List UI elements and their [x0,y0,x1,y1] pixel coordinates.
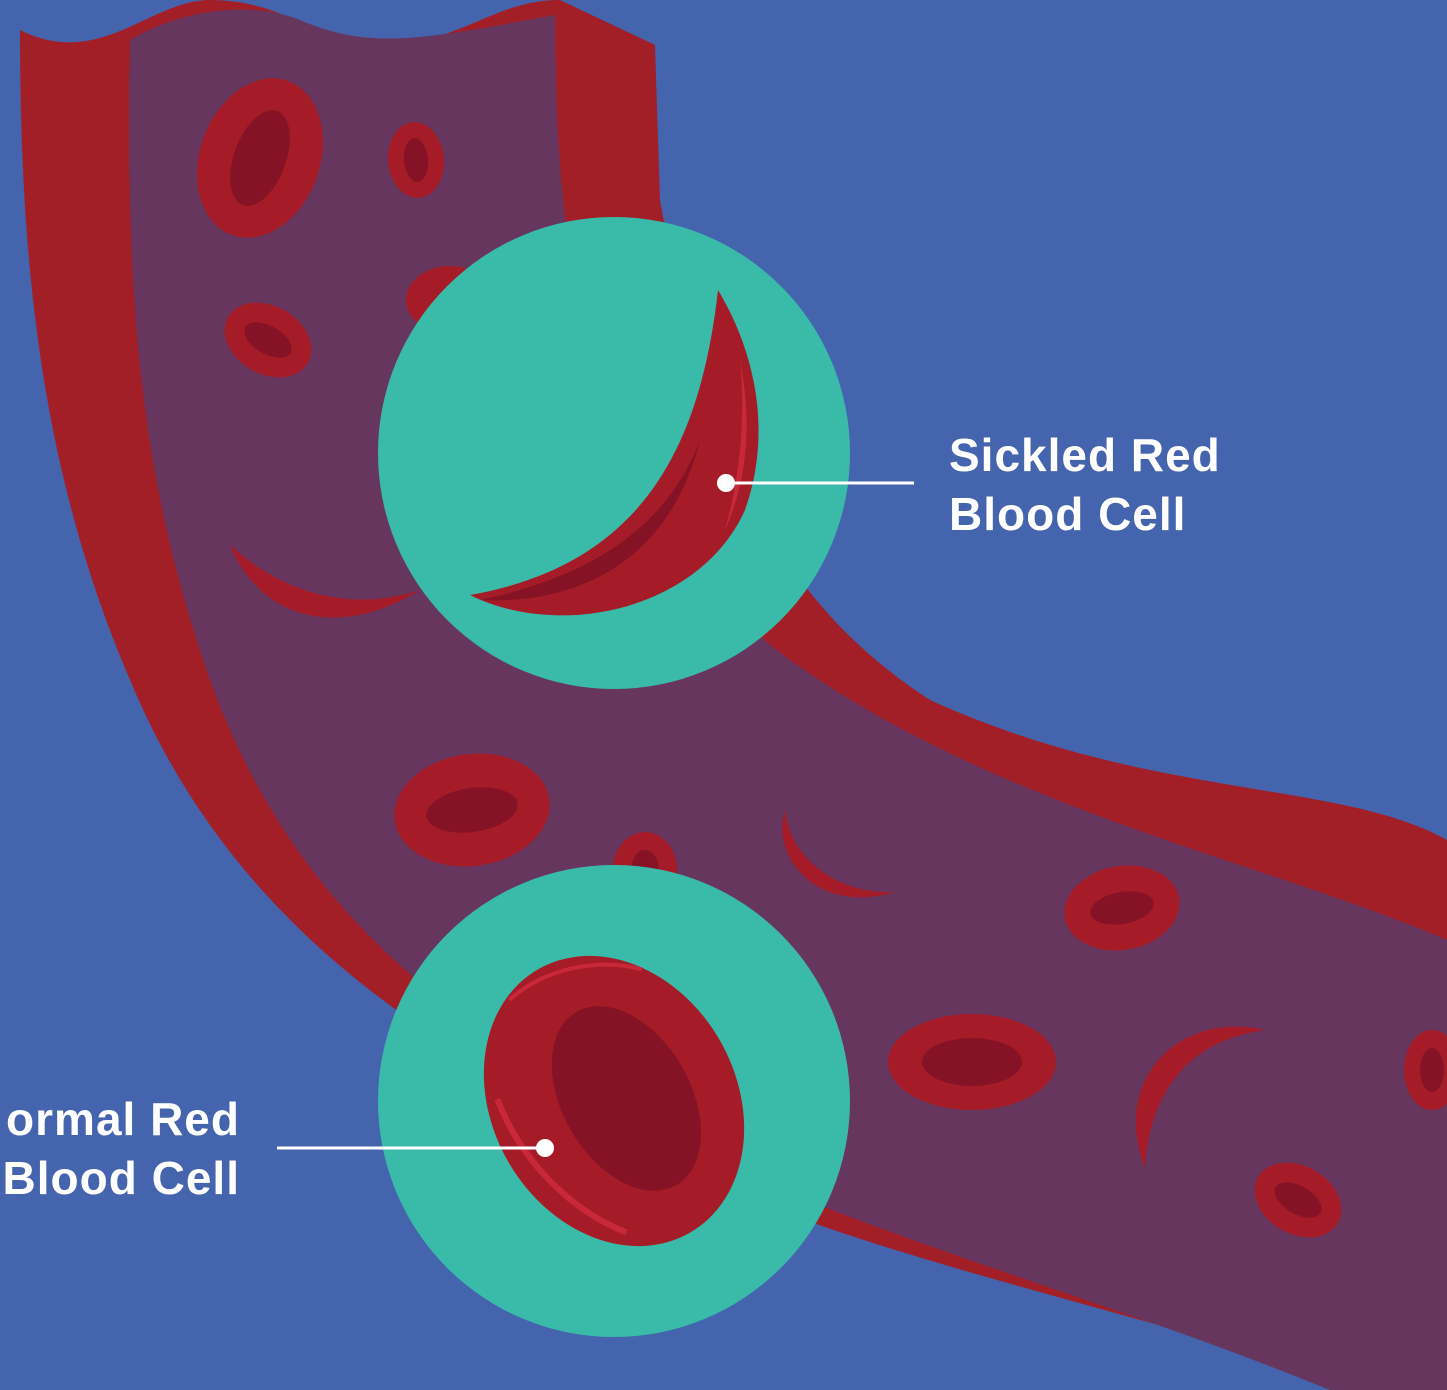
normal-label-line1: ormal Red [3,1090,240,1149]
sickled-cell-label: Sickled Red Blood Cell [949,426,1221,544]
red-blood-cell-icon [888,1014,1056,1110]
normal-cell-label: ormal Red Blood Cell [3,1090,240,1208]
magnifier-normal [378,865,850,1337]
magnifier-circle [378,217,850,689]
leader-dot-normal [536,1139,554,1157]
sickled-label-line2: Blood Cell [949,485,1221,544]
sickled-label-line1: Sickled Red [949,426,1221,485]
normal-label-line2: Blood Cell [3,1149,240,1208]
magnifier-sickled [378,217,850,689]
leader-dot-sickled [717,474,735,492]
